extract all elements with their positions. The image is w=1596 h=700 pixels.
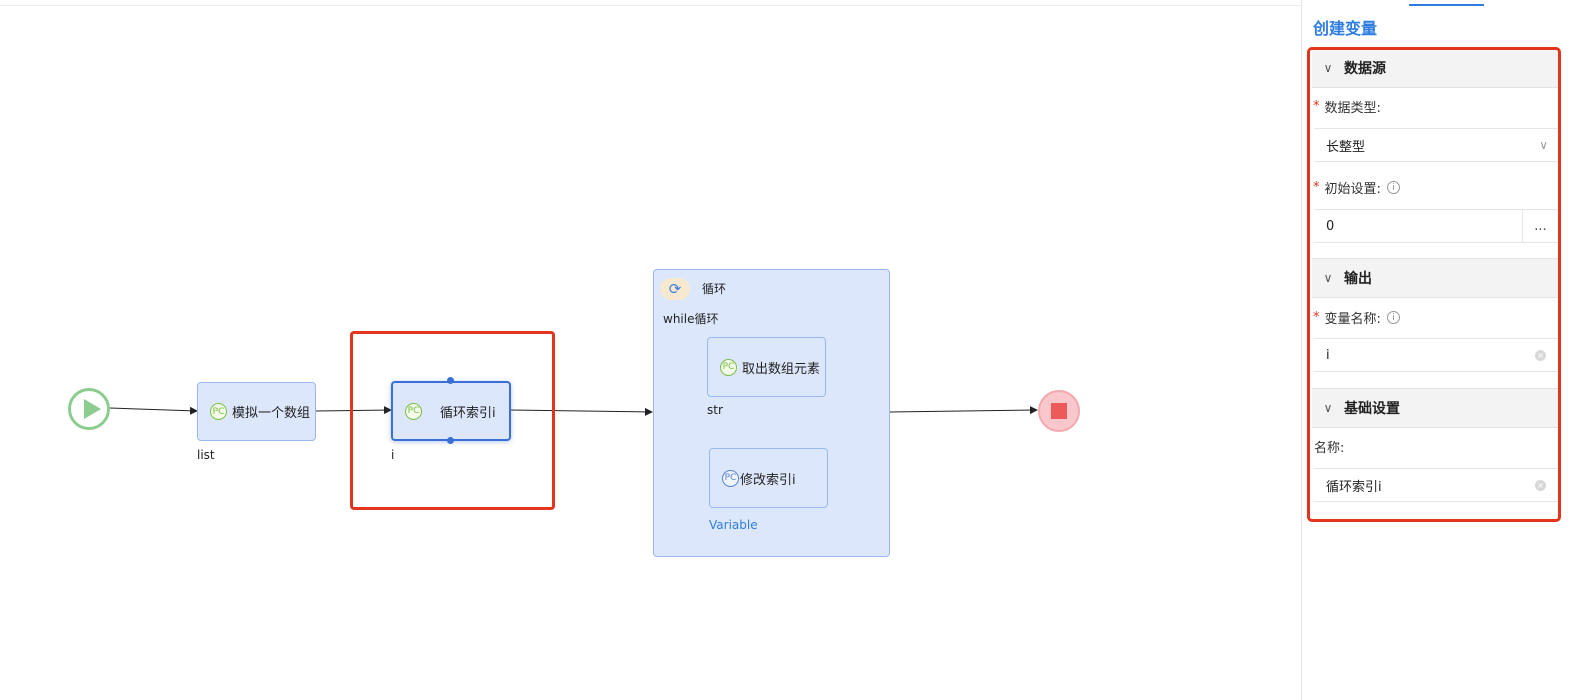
info-icon[interactable]: i bbox=[1386, 181, 1400, 194]
required-mark: * bbox=[1313, 310, 1320, 325]
data-type-label: * 数据类型: bbox=[1313, 99, 1381, 116]
node-loop-container[interactable] bbox=[653, 269, 890, 557]
variable-icon: PC bbox=[720, 358, 737, 376]
canvas-top-divider bbox=[0, 5, 1301, 6]
variable-icon: PC bbox=[405, 402, 422, 420]
flow-edges bbox=[109, 396, 1038, 448]
variable-name-label: * 变量名称: i bbox=[1313, 308, 1400, 327]
properties-panel: 创建变量 ∨ 数据源 * 数据类型: 长整型 ∨ * 初始设置: i 0 ...… bbox=[1301, 0, 1596, 700]
variable-icon: PC bbox=[722, 469, 739, 487]
data-type-value: 长整型 bbox=[1326, 139, 1366, 155]
node-label: 循环索引i bbox=[440, 405, 496, 421]
loop-subtitle: while循环 bbox=[663, 312, 719, 326]
edge-start-to-mock bbox=[109, 406, 198, 415]
chevron-down-icon: ∨ bbox=[1539, 138, 1548, 152]
edge-index-to-loop bbox=[510, 407, 653, 416]
required-mark: * bbox=[1313, 180, 1320, 195]
chevron-down-icon: ∨ bbox=[1323, 271, 1333, 285]
node-label: 修改索引i bbox=[740, 472, 796, 488]
node-loop-index[interactable]: PC 循环索引i bbox=[391, 381, 511, 441]
section-datasource[interactable]: ∨ 数据源 bbox=[1312, 48, 1559, 88]
node-mock-array[interactable]: PC 模拟一个数组 bbox=[197, 382, 316, 441]
name-input[interactable]: 循环索引i × bbox=[1314, 468, 1558, 502]
clear-icon[interactable]: × bbox=[1535, 349, 1546, 361]
edge-loop-to-end bbox=[889, 406, 1038, 415]
selection-highlight bbox=[350, 331, 555, 510]
initial-setting-input[interactable]: 0 ... bbox=[1314, 209, 1558, 243]
edge-mock-to-index bbox=[315, 406, 392, 415]
node-output: i bbox=[391, 448, 395, 462]
variable-name-value: i bbox=[1326, 347, 1330, 363]
section-title: 输出 bbox=[1344, 271, 1372, 287]
initial-setting-label: * 初始设置: i bbox=[1313, 178, 1400, 197]
info-icon[interactable]: i bbox=[1386, 311, 1400, 324]
node-modify-index[interactable]: PC 修改索引i bbox=[709, 448, 828, 508]
name-label: 名称: bbox=[1314, 441, 1345, 456]
section-title: 基础设置 bbox=[1344, 401, 1400, 417]
node-output: str bbox=[707, 403, 723, 417]
name-value: 循环索引i bbox=[1326, 479, 1382, 495]
flow-canvas[interactable]: PC 模拟一个数组 list PC 循环索引i i ⟳ 循环 while循环 P… bbox=[0, 0, 1301, 700]
chevron-down-icon: ∨ bbox=[1323, 401, 1333, 415]
section-output[interactable]: ∨ 输出 bbox=[1312, 258, 1559, 298]
node-label: 取出数组元素 bbox=[742, 361, 821, 377]
loop-icon: ⟳ bbox=[660, 278, 690, 300]
end-node[interactable] bbox=[1038, 390, 1080, 432]
more-options-button[interactable]: ... bbox=[1522, 210, 1558, 242]
start-node[interactable] bbox=[68, 388, 110, 430]
node-take-element[interactable]: PC 取出数组元素 bbox=[707, 337, 826, 397]
variable-icon: PC bbox=[210, 403, 227, 420]
chevron-down-icon: ∨ bbox=[1323, 61, 1333, 75]
node-output: Variable bbox=[709, 518, 758, 532]
initial-value: 0 bbox=[1326, 218, 1335, 234]
data-type-select[interactable]: 长整型 ∨ bbox=[1314, 128, 1558, 162]
active-tab-indicator bbox=[1409, 4, 1484, 6]
panel-title: 创建变量 bbox=[1313, 19, 1378, 38]
connect-handle-top[interactable] bbox=[447, 377, 454, 384]
section-title: 数据源 bbox=[1344, 61, 1386, 77]
variable-name-input[interactable]: i × bbox=[1314, 338, 1558, 372]
node-output: list bbox=[197, 448, 215, 462]
section-basic-settings[interactable]: ∨ 基础设置 bbox=[1312, 388, 1559, 428]
required-mark: * bbox=[1313, 99, 1320, 114]
node-label: 模拟一个数组 bbox=[232, 406, 311, 421]
clear-icon[interactable]: × bbox=[1535, 479, 1546, 491]
loop-label: 循环 bbox=[702, 282, 727, 296]
connect-handle-bottom[interactable] bbox=[447, 437, 454, 444]
